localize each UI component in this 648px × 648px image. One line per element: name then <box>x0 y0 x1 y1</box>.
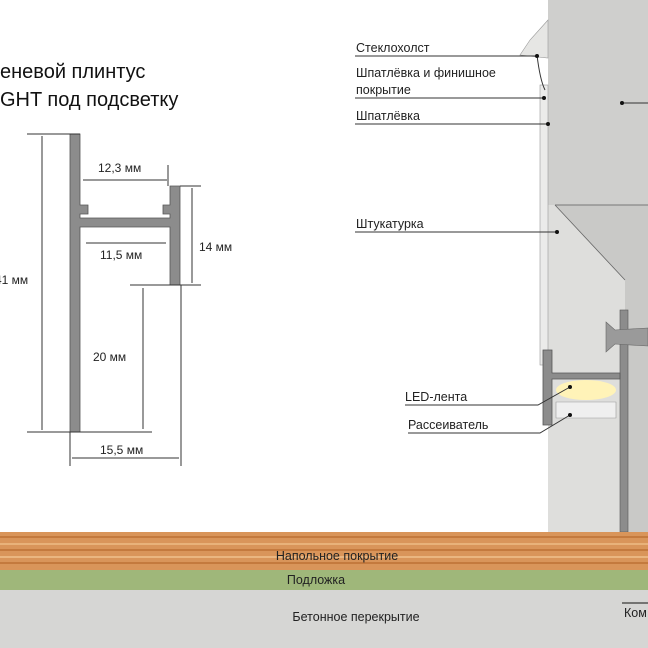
dim-height-total: 41 мм <box>0 273 28 287</box>
label-led: LED-лента <box>405 390 467 404</box>
label-fiberglass: Стеклохолст <box>356 41 430 55</box>
label-slab: Бетонное перекрытие <box>292 610 419 624</box>
label-putty-finish-1: Шпатлёвка и финишное <box>356 66 496 80</box>
wall-section <box>519 0 648 533</box>
label-flooring: Напольное покрытие <box>276 549 398 563</box>
title-line-1: еневой плинтус <box>0 61 145 83</box>
title-line-2: GHT под подсветку <box>0 89 178 111</box>
label-cut: Ком <box>624 606 647 620</box>
dim-channel-height: 14 мм <box>199 240 232 254</box>
dim-bottom-width: 15,5 мм <box>100 443 143 457</box>
label-diffuser: Рассеиватель <box>408 418 488 432</box>
dim-top-width: 12,3 мм <box>98 161 141 175</box>
dim-inner-width: 11,5 мм <box>100 248 142 262</box>
label-underlay: Подложка <box>287 573 345 587</box>
dim-lower-height: 20 мм <box>93 350 126 364</box>
floor-section <box>0 532 648 648</box>
label-plaster: Штукатурка <box>356 217 424 231</box>
dimension-lines <box>27 133 201 466</box>
profile-cross-section <box>69 133 181 433</box>
label-leaders <box>355 54 648 434</box>
label-putty: Шпатлёвка <box>356 109 420 123</box>
label-putty-finish-2: покрытие <box>356 83 411 97</box>
